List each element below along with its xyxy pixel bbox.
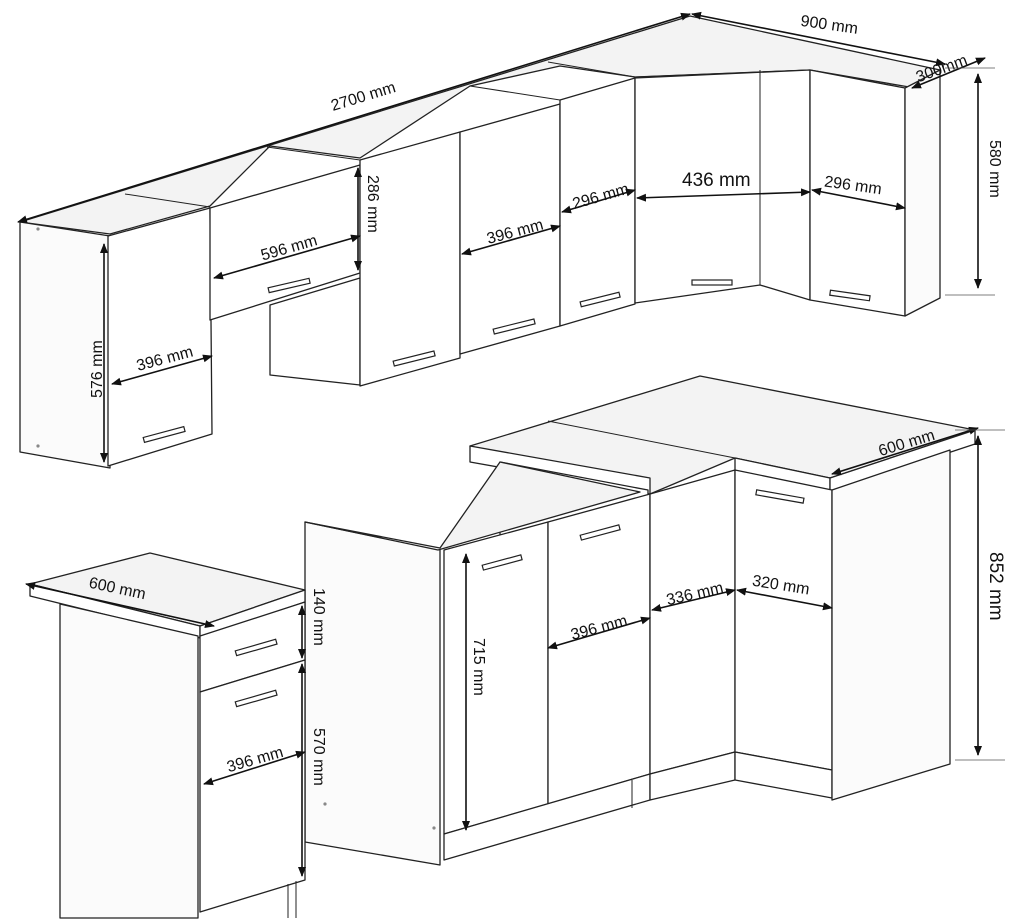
wall-cabinet-right-handle: [829, 289, 871, 302]
drawer-unit-side: [59, 603, 199, 919]
drawer-unit: [29, 552, 306, 919]
dim-label-570: 570 mm: [310, 728, 327, 786]
sink-cabinet-side: [304, 521, 441, 866]
right-base-side: [831, 449, 951, 801]
dim-label-900: 900 mm: [799, 13, 859, 38]
drawer-unit-door: [199, 659, 306, 913]
dim-label-580: 580 mm: [986, 140, 1003, 198]
wall-cabinet-3-handle: [392, 350, 436, 367]
drawer-unit-door-handle: [234, 689, 278, 708]
base-cabinet-row: [304, 375, 976, 866]
right-base-door: [734, 469, 833, 771]
wall-cabinet-5-handle: [579, 291, 621, 308]
right-base-handle: [755, 489, 805, 504]
dim-label-852: 852 mm: [985, 552, 1006, 621]
drawer-handle: [234, 638, 278, 657]
hood-cabinet-handle: [267, 277, 311, 294]
dim-label-300: 300mm: [914, 52, 970, 86]
sink-cabinet-handle-left: [481, 554, 523, 571]
corner-wall-cabinet-handle: [691, 279, 733, 286]
dim-label-576: 576 mm: [89, 340, 106, 398]
sink-cabinet-handle-right: [579, 524, 621, 541]
wall-cabinet-1-handle: [142, 425, 186, 444]
wall-cabinet-1-side: [19, 221, 111, 469]
wall-top-joint: [469, 85, 561, 101]
wall-cabinet-3-door: [359, 131, 461, 387]
dim-label-715: 715 mm: [470, 638, 487, 696]
sink-cabinet-top: [304, 461, 641, 551]
wall-cabinet-4-handle: [492, 318, 536, 335]
wall-cabinet-right-side: [904, 69, 941, 317]
dim-label-140: 140 mm: [310, 588, 327, 646]
dim-label-436: 436 mm: [682, 170, 751, 191]
sink-cabinet-door-left: [443, 521, 549, 835]
wall-cabinet-1-door: [107, 207, 213, 467]
dim-label-286: 286 mm: [364, 175, 381, 233]
sink-cabinet-door-right: [547, 493, 651, 805]
corner-base-door: [649, 469, 736, 775]
